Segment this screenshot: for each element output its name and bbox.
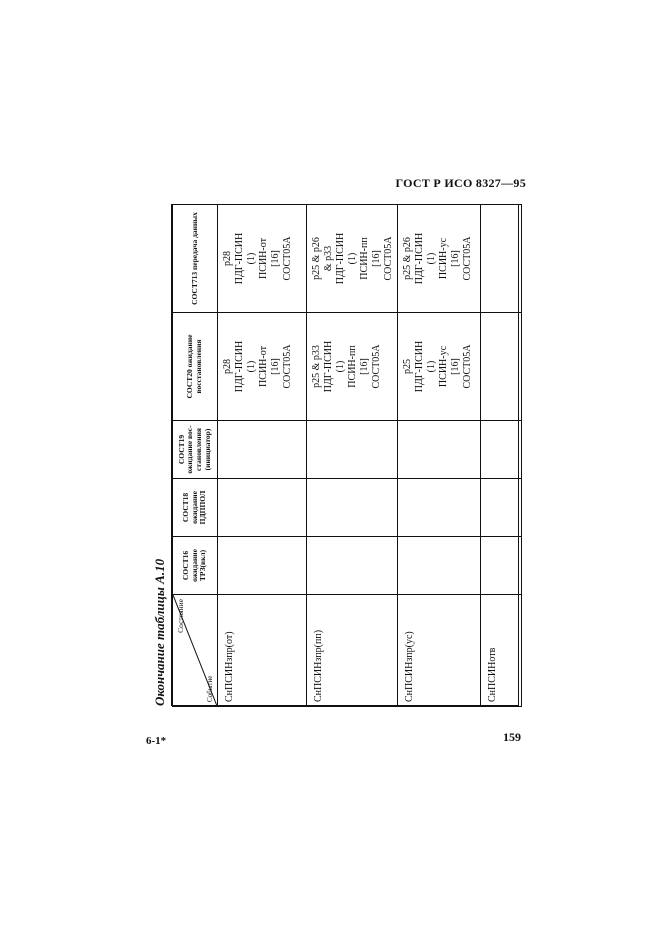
- row-event-label: СнПСИНзпр(от): [217, 594, 307, 707]
- table-cell: [480, 420, 522, 479]
- cell-line: [16]: [371, 250, 382, 267]
- corner-state-label: Состояние: [176, 599, 185, 633]
- corner-event-label: Событие: [205, 675, 214, 702]
- cell-line: & p33: [323, 245, 334, 272]
- cell-line: [16]: [450, 358, 461, 375]
- cell-line: [16]: [270, 250, 281, 267]
- cell-line: ПСИН-пп: [359, 237, 370, 280]
- cell-line: ПДГ-ПСИН: [323, 340, 334, 393]
- diagonal-line: [173, 595, 217, 706]
- cell-line: [16]: [270, 358, 281, 375]
- cell-line: СОСТ05А: [462, 236, 473, 281]
- cell-line: ПДГ-ПСИН: [234, 232, 245, 285]
- cell-line: ПСИН-от: [258, 238, 269, 279]
- column-header: СОСТ19 ожидание вос- становления (инициа…: [172, 420, 218, 479]
- cell-line: [16]: [450, 250, 461, 267]
- table-row: СнПСИНотв: [480, 204, 522, 707]
- cell-line: ПДГ-ПСИН: [335, 232, 346, 285]
- cell-line: p25: [402, 359, 413, 374]
- table-cell: [217, 536, 307, 595]
- cell-line: ПДГ-ПСИН: [234, 340, 245, 393]
- table-cell: [306, 478, 398, 537]
- cell-line: (1): [335, 360, 346, 373]
- row-event-label: СнПСИНзпр(ус): [397, 594, 481, 707]
- cell-line: (1): [347, 252, 358, 265]
- cell-line: p25 & p26: [311, 237, 322, 280]
- row-event-label: СнПСИНотв: [480, 594, 522, 707]
- cell-line: ПСИН-ус: [438, 237, 449, 280]
- cell-line: ПСИН-пп: [347, 345, 358, 388]
- cell-line: ПСИН-от: [258, 346, 269, 387]
- page-number: 159: [503, 730, 521, 744]
- cell-line: [16]: [359, 358, 370, 375]
- table-cell: [480, 204, 522, 313]
- cell-line: p25 & p33: [311, 345, 322, 388]
- column-header: СОСТ20 ожидание восстановления: [172, 312, 218, 421]
- column-header: СОСТ16 ожидание ТРЗ(вкл): [172, 536, 218, 595]
- cell-line: p28: [222, 359, 233, 374]
- cell-line: СОСТ05А: [282, 236, 293, 281]
- cell-line: p28: [222, 251, 233, 266]
- column-header: СОСТ18 ожидание ПДППОЛ: [172, 478, 218, 537]
- cell-line: ПДГ-ПСИН: [414, 232, 425, 285]
- table-cell: [397, 536, 481, 595]
- table-cell: [397, 478, 481, 537]
- table-cell: [306, 420, 398, 479]
- table-cell: [480, 312, 522, 421]
- cell-line: p25 & p26: [402, 237, 413, 280]
- table-cell: [217, 420, 307, 479]
- cell-line: СОСТ05А: [282, 344, 293, 389]
- table-cell: [397, 420, 481, 479]
- cell-line: ПДГ-ПСИН: [414, 340, 425, 393]
- column-header: СОСТ713 передача данных: [172, 204, 218, 313]
- state-event-table: Состояние Событие СОСТ16 ожидание ТРЗ(вк…: [172, 204, 522, 707]
- rotated-table-container: Состояние Событие СОСТ16 ожидание ТРЗ(вк…: [172, 204, 522, 707]
- cell-line: ПСИН-ус: [438, 345, 449, 388]
- cell-line: (1): [246, 252, 257, 265]
- footer-sheet-mark: 6-1*: [146, 735, 167, 747]
- standard-header: ГОСТ Р ИСО 8327—95: [395, 176, 526, 190]
- table-header-row: Состояние Событие СОСТ16 ожидание ТРЗ(вк…: [172, 204, 218, 707]
- table-cell: [306, 536, 398, 595]
- table-cell: [480, 536, 522, 595]
- table-cell: [217, 478, 307, 537]
- cell-line: (1): [246, 360, 257, 373]
- state-table-frame: Состояние Событие СОСТ16 ожидание ТРЗ(вк…: [171, 204, 522, 707]
- cell-line: (1): [426, 252, 437, 265]
- cell-line: СОСТ05А: [371, 344, 382, 389]
- cell-line: СОСТ05А: [383, 236, 394, 281]
- cell-line: (1): [426, 360, 437, 373]
- cell-line: СОСТ05А: [462, 344, 473, 389]
- row-event-label: СнПСИНзпр(пп): [306, 594, 398, 707]
- table-cell: [480, 478, 522, 537]
- corner-header-cell: Состояние Событие: [172, 594, 218, 707]
- table-caption: Окончание таблицы А.10: [152, 558, 167, 706]
